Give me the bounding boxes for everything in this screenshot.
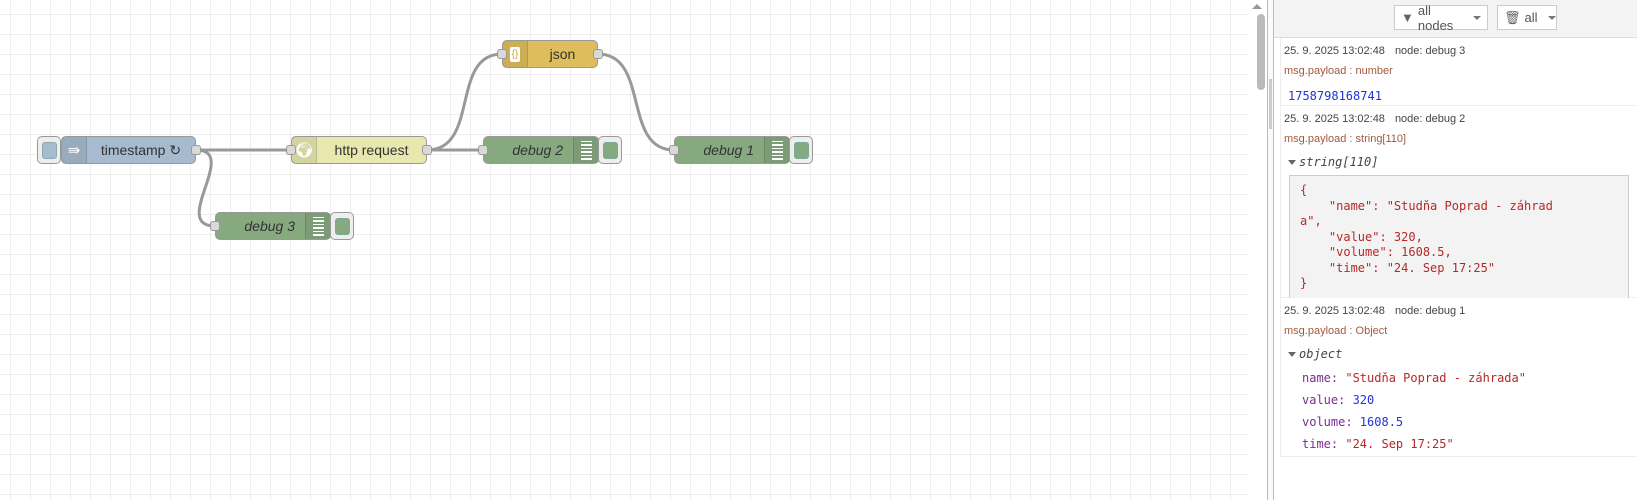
- message-time: 25. 9. 2025 13:02:48: [1284, 45, 1385, 57]
- sidebar-splitter[interactable]: [1267, 0, 1274, 500]
- debug-toolbar: ▼ all nodes 🗑︎ all: [1274, 0, 1637, 38]
- chevron-down-icon: [1473, 15, 1481, 20]
- expand-toggle[interactable]: object: [1288, 347, 1637, 361]
- chevron-down-icon: [1547, 15, 1556, 20]
- debug-toggle-button[interactable]: [598, 136, 622, 164]
- node-debug-2[interactable]: debug 2: [478, 136, 599, 164]
- property-value: "24. Sep 17:25": [1345, 437, 1454, 451]
- toggle-label: object: [1299, 347, 1343, 361]
- debug-toggle-button[interactable]: [789, 136, 813, 164]
- scroll-up-icon[interactable]: [1252, 4, 1262, 9]
- expand-toggle[interactable]: string[110]: [1288, 155, 1637, 169]
- node-json[interactable]: {} json: [497, 40, 603, 68]
- message-node-link[interactable]: node: debug 1: [1394, 305, 1466, 317]
- output-port[interactable]: [422, 145, 432, 155]
- caret-down-icon: [1288, 352, 1296, 357]
- message-time: 25. 9. 2025 13:02:48: [1284, 305, 1385, 317]
- message-node-link[interactable]: node: debug 2: [1394, 113, 1466, 125]
- clear-label: all: [1524, 10, 1538, 25]
- input-port[interactable]: [669, 145, 679, 155]
- debug-sidebar: ▼ all nodes 🗑︎ all 25. 9. 2025 13:02:48 n…: [1274, 0, 1637, 500]
- toggle-label: string[110]: [1299, 155, 1379, 169]
- object-property: time: "24. Sep 17:25": [1302, 433, 1637, 455]
- object-property: value: 320: [1302, 389, 1637, 411]
- braces-icon: {}: [503, 41, 528, 67]
- wire-http-json: [426, 52, 503, 152]
- node-label: json: [549, 46, 576, 62]
- debug-message: 25. 9. 2025 13:02:48 node: debug 2 msg.pa…: [1281, 106, 1637, 300]
- output-port[interactable]: [593, 49, 603, 59]
- property-value: 320: [1352, 393, 1375, 407]
- arrow-right-icon: ⇛: [62, 137, 87, 163]
- input-port[interactable]: [478, 145, 488, 155]
- list-icon: [764, 137, 789, 163]
- property-value: 1608.5: [1359, 415, 1404, 429]
- list-icon: [573, 137, 598, 163]
- property-key: value:: [1302, 393, 1353, 407]
- list-icon: [305, 213, 330, 239]
- wire-json-debug1: [597, 52, 675, 152]
- property-value: "Studňa Poprad - záhrada": [1345, 371, 1526, 385]
- inject-button[interactable]: [37, 136, 61, 164]
- property-key: name:: [1302, 371, 1346, 385]
- property-key: volume:: [1302, 415, 1360, 429]
- node-http-request[interactable]: 🌍︎ http request: [286, 136, 432, 164]
- node-debug-1[interactable]: debug 1: [669, 136, 790, 164]
- debug-message: 25. 9. 2025 13:02:48 node: debug 3 msg.pa…: [1281, 38, 1637, 106]
- node-debug-3[interactable]: debug 3: [210, 212, 331, 240]
- string-payload: { "name": "Studňa Poprad - záhrad a", "v…: [1289, 175, 1629, 300]
- property-key: time:: [1302, 437, 1346, 451]
- payload-value: 1758798168741: [1288, 89, 1382, 103]
- clear-messages-button[interactable]: 🗑︎ all: [1497, 5, 1557, 30]
- flow-canvas[interactable]: ⇛ timestamp ↻ 🌍︎ http request {} json de…: [0, 0, 1248, 500]
- filter-nodes-button[interactable]: ▼ all nodes: [1394, 2, 1488, 33]
- object-property: name: "Studňa Poprad - záhrada": [1302, 367, 1637, 389]
- debug-toggle-button[interactable]: [330, 212, 354, 240]
- input-port[interactable]: [210, 221, 220, 231]
- debug-messages: 25. 9. 2025 13:02:48 node: debug 3 msg.pa…: [1280, 38, 1637, 457]
- payload-type: msg.payload : string[110]: [1284, 133, 1407, 145]
- scrollbar-thumb[interactable]: [1257, 14, 1265, 90]
- node-label: http request: [334, 142, 409, 158]
- globe-icon: 🌍︎: [292, 137, 317, 163]
- message-node-link[interactable]: node: debug 3: [1394, 45, 1466, 57]
- input-port[interactable]: [286, 145, 296, 155]
- wires: [195, 52, 675, 228]
- input-port[interactable]: [497, 49, 507, 59]
- node-label: debug 2: [512, 142, 563, 158]
- splitter-grip[interactable]: [1269, 79, 1272, 129]
- debug-message: 25. 9. 2025 13:02:48 node: debug 1 msg.pa…: [1281, 298, 1637, 457]
- caret-down-icon: [1288, 160, 1296, 165]
- message-time: 25. 9. 2025 13:02:48: [1284, 113, 1385, 125]
- canvas-scrollbar[interactable]: [1248, 0, 1266, 500]
- node-timestamp[interactable]: ⇛ timestamp ↻: [61, 136, 201, 164]
- output-port[interactable]: [191, 145, 201, 155]
- payload-type: msg.payload : Object: [1284, 325, 1388, 337]
- filter-icon: ▼: [1401, 10, 1414, 25]
- object-property: volume: 1608.5: [1302, 411, 1637, 433]
- filter-label: all nodes: [1417, 2, 1454, 33]
- node-label: debug 1: [703, 142, 754, 158]
- node-label: timestamp ↻: [100, 141, 182, 158]
- trash-icon: 🗑︎: [1504, 9, 1521, 25]
- node-label: debug 3: [244, 218, 295, 234]
- wire-timestamp-debug3: [195, 148, 216, 228]
- payload-type: msg.payload : number: [1284, 65, 1393, 77]
